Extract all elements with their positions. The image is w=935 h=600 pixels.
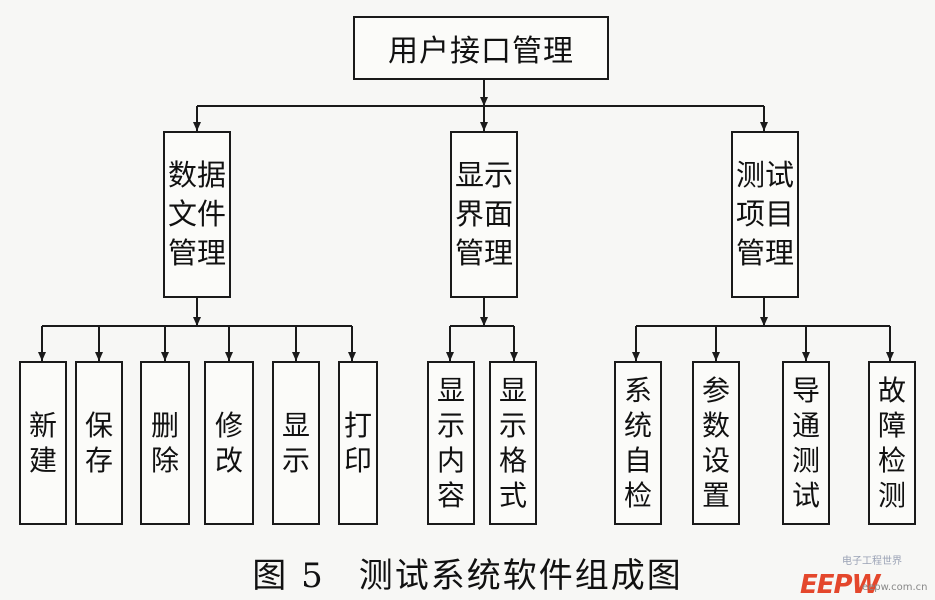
leaf-node-label: 显示内容 xyxy=(436,374,465,512)
leaf-node-print: 打印 xyxy=(338,361,378,525)
figure-caption: 图 5 测试系统软件组成图 xyxy=(0,548,935,597)
figure-number: 图 5 xyxy=(252,556,325,596)
leaf-node-label: 显示格式 xyxy=(498,374,527,512)
leaf-node-continuity-test: 导通测试 xyxy=(782,361,830,525)
leaf-node-label: 修改 xyxy=(214,409,243,477)
root-node-label: 用户接口管理 xyxy=(388,34,574,69)
leaf-node-label: 参数设置 xyxy=(701,374,730,512)
module-node-label: 数据文件管理 xyxy=(167,158,226,270)
leaf-node-fault-detection: 故障检测 xyxy=(868,361,916,525)
module-node-test-item: 测试项目管理 xyxy=(731,131,799,298)
leaf-node-modify: 修改 xyxy=(204,361,254,525)
leaf-node-label: 保存 xyxy=(84,409,113,477)
leaf-node-label: 系统自检 xyxy=(623,374,652,512)
leaf-node-label: 导通测试 xyxy=(791,374,820,512)
leaf-node-save: 保存 xyxy=(75,361,123,525)
module-node-label: 显示界面管理 xyxy=(454,158,513,270)
leaf-node-label: 故障检测 xyxy=(877,374,906,512)
leaf-node-display-content: 显示内容 xyxy=(427,361,475,525)
leaf-node-new: 新建 xyxy=(19,361,67,525)
module-node-data-file: 数据文件管理 xyxy=(163,131,231,298)
leaf-node-label: 新建 xyxy=(28,409,57,477)
leaf-node-label: 显示 xyxy=(281,409,310,477)
leaf-node-label: 打印 xyxy=(343,409,372,477)
leaf-node-parameter-setting: 参数设置 xyxy=(692,361,740,525)
leaf-node-display: 显示 xyxy=(272,361,320,525)
leaf-node-delete: 删除 xyxy=(140,361,190,525)
figure-title: 测试系统软件组成图 xyxy=(358,556,683,596)
eepw-watermark-logo: 电子工程世界 EEPW eepw.com.cn xyxy=(800,552,934,600)
leaf-node-self-check: 系统自检 xyxy=(614,361,662,525)
leaf-node-display-format: 显示格式 xyxy=(489,361,537,525)
module-node-display-ui: 显示界面管理 xyxy=(450,131,518,298)
watermark-brand: EEPW xyxy=(800,570,880,600)
module-node-label: 测试项目管理 xyxy=(735,158,794,270)
watermark-tagline: 电子工程世界 xyxy=(842,556,902,567)
watermark-url: eepw.com.cn xyxy=(862,582,928,593)
root-node: 用户接口管理 xyxy=(353,16,609,80)
leaf-node-label: 删除 xyxy=(150,409,179,477)
